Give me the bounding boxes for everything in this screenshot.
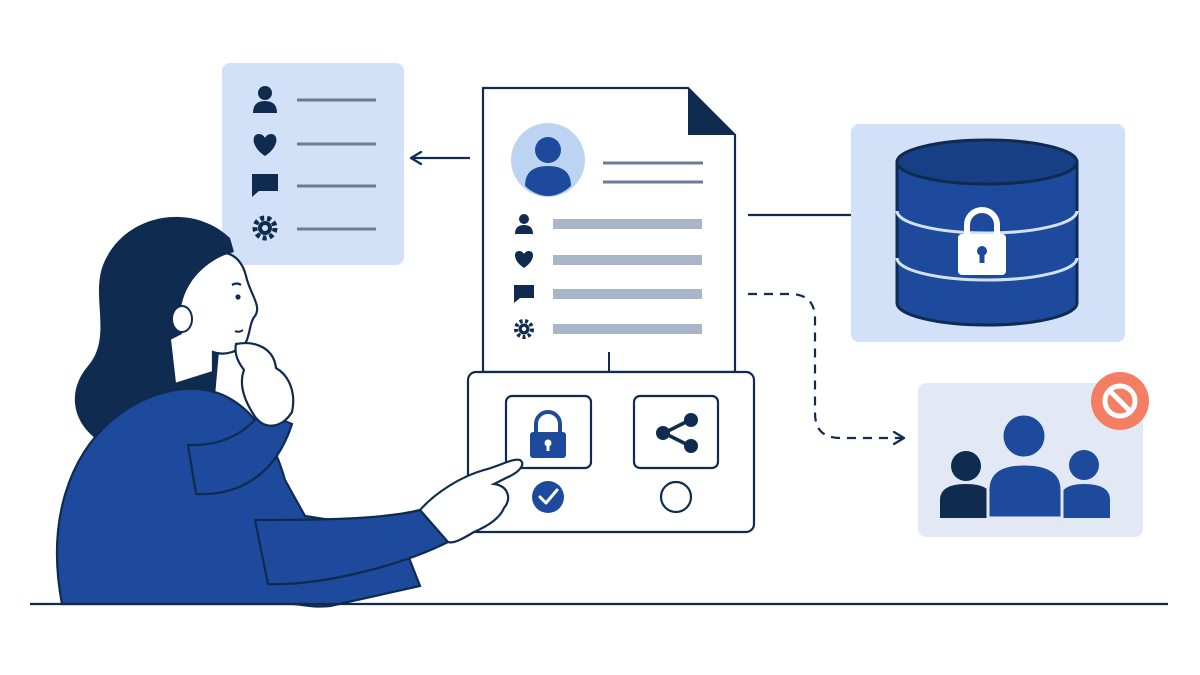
field-bar: [553, 289, 702, 299]
lock-icon: [530, 410, 566, 458]
pointing-hand: [418, 458, 524, 544]
privacy-options-panel: [466, 370, 756, 534]
mouth: [234, 329, 244, 333]
database-icon: [895, 138, 1079, 327]
torso: [55, 387, 422, 608]
gear-icon: [514, 319, 534, 339]
heart-icon: [253, 134, 277, 156]
dashed-arrow-to-audience: [748, 292, 903, 438]
checkmark-icon: [538, 488, 559, 505]
gear-icon: [252, 215, 278, 241]
page-fold: [688, 88, 735, 135]
private-option-check-radio[interactable]: [532, 481, 564, 513]
blocked-icon: [1091, 372, 1149, 430]
field-bar: [553, 219, 702, 229]
raised-arm: [186, 410, 294, 496]
user-icon: [515, 214, 533, 234]
people-group-icon: [940, 412, 1110, 520]
user-icon: [253, 86, 277, 113]
share-option-button[interactable]: [632, 394, 720, 470]
audience-panel: [918, 372, 1149, 537]
field-bar: [553, 255, 702, 265]
pointing-arm: [253, 508, 450, 586]
woman-character: [55, 216, 524, 608]
eyebrow: [231, 282, 242, 286]
chat-bubble-icon: [252, 174, 278, 197]
field-bar: [553, 324, 702, 334]
profile-summary-panel: [222, 63, 404, 265]
secure-storage-panel: [851, 124, 1125, 342]
share-option-radio[interactable]: [659, 480, 693, 514]
avatar: [511, 123, 585, 197]
chat-bubble-icon: [514, 285, 534, 303]
eye: [235, 294, 241, 300]
hand-at-chin: [234, 342, 295, 427]
heart-icon: [514, 251, 534, 268]
private-option-button[interactable]: [504, 394, 593, 470]
share-icon: [656, 413, 698, 453]
ear: [171, 305, 193, 333]
lock-icon: [958, 207, 1006, 275]
personal-data-document: [481, 86, 737, 374]
